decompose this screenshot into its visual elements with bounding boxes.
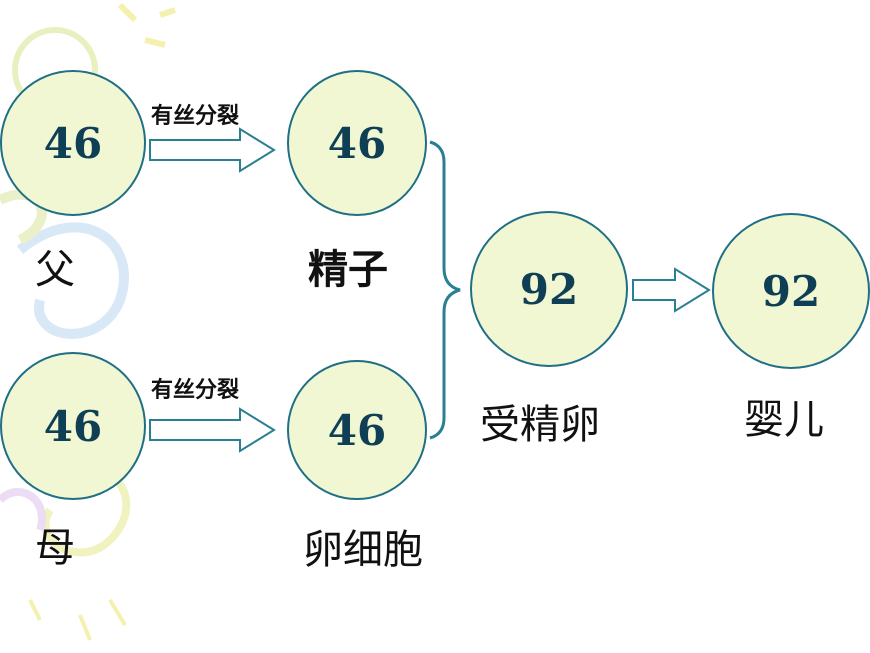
arrow-mother-to-egg [149,407,276,453]
arrow-father-to-sperm [149,127,276,173]
sperm-label: 精子 [308,247,388,293]
mitosis-label-top: 有丝分裂 [151,104,240,129]
baby-circle: 92 [712,213,870,369]
egg-chromosome-count: 46 [327,405,387,455]
zygote-chromosome-count: 92 [519,264,579,314]
baby-label: 婴儿 [744,397,824,443]
zygote-label: 受精卵 [480,402,600,448]
egg-label: 卵细胞 [303,527,423,573]
father-label: 父 [35,247,75,293]
father-cell-circle: 46 [0,70,146,216]
mother-cell-circle: 46 [0,352,146,500]
sperm-chromosome-count: 46 [327,118,387,168]
mother-chromosome-count: 46 [43,401,103,451]
brace-merge [429,140,461,440]
egg-cell-circle: 46 [287,360,427,500]
father-chromosome-count: 46 [43,118,103,168]
mother-label: 母 [35,525,75,571]
mitosis-label-bottom: 有丝分裂 [151,378,240,403]
sperm-cell-circle: 46 [287,70,427,216]
baby-chromosome-count: 92 [761,266,821,316]
arrow-zygote-to-baby [632,267,711,313]
zygote-circle: 92 [470,211,628,367]
